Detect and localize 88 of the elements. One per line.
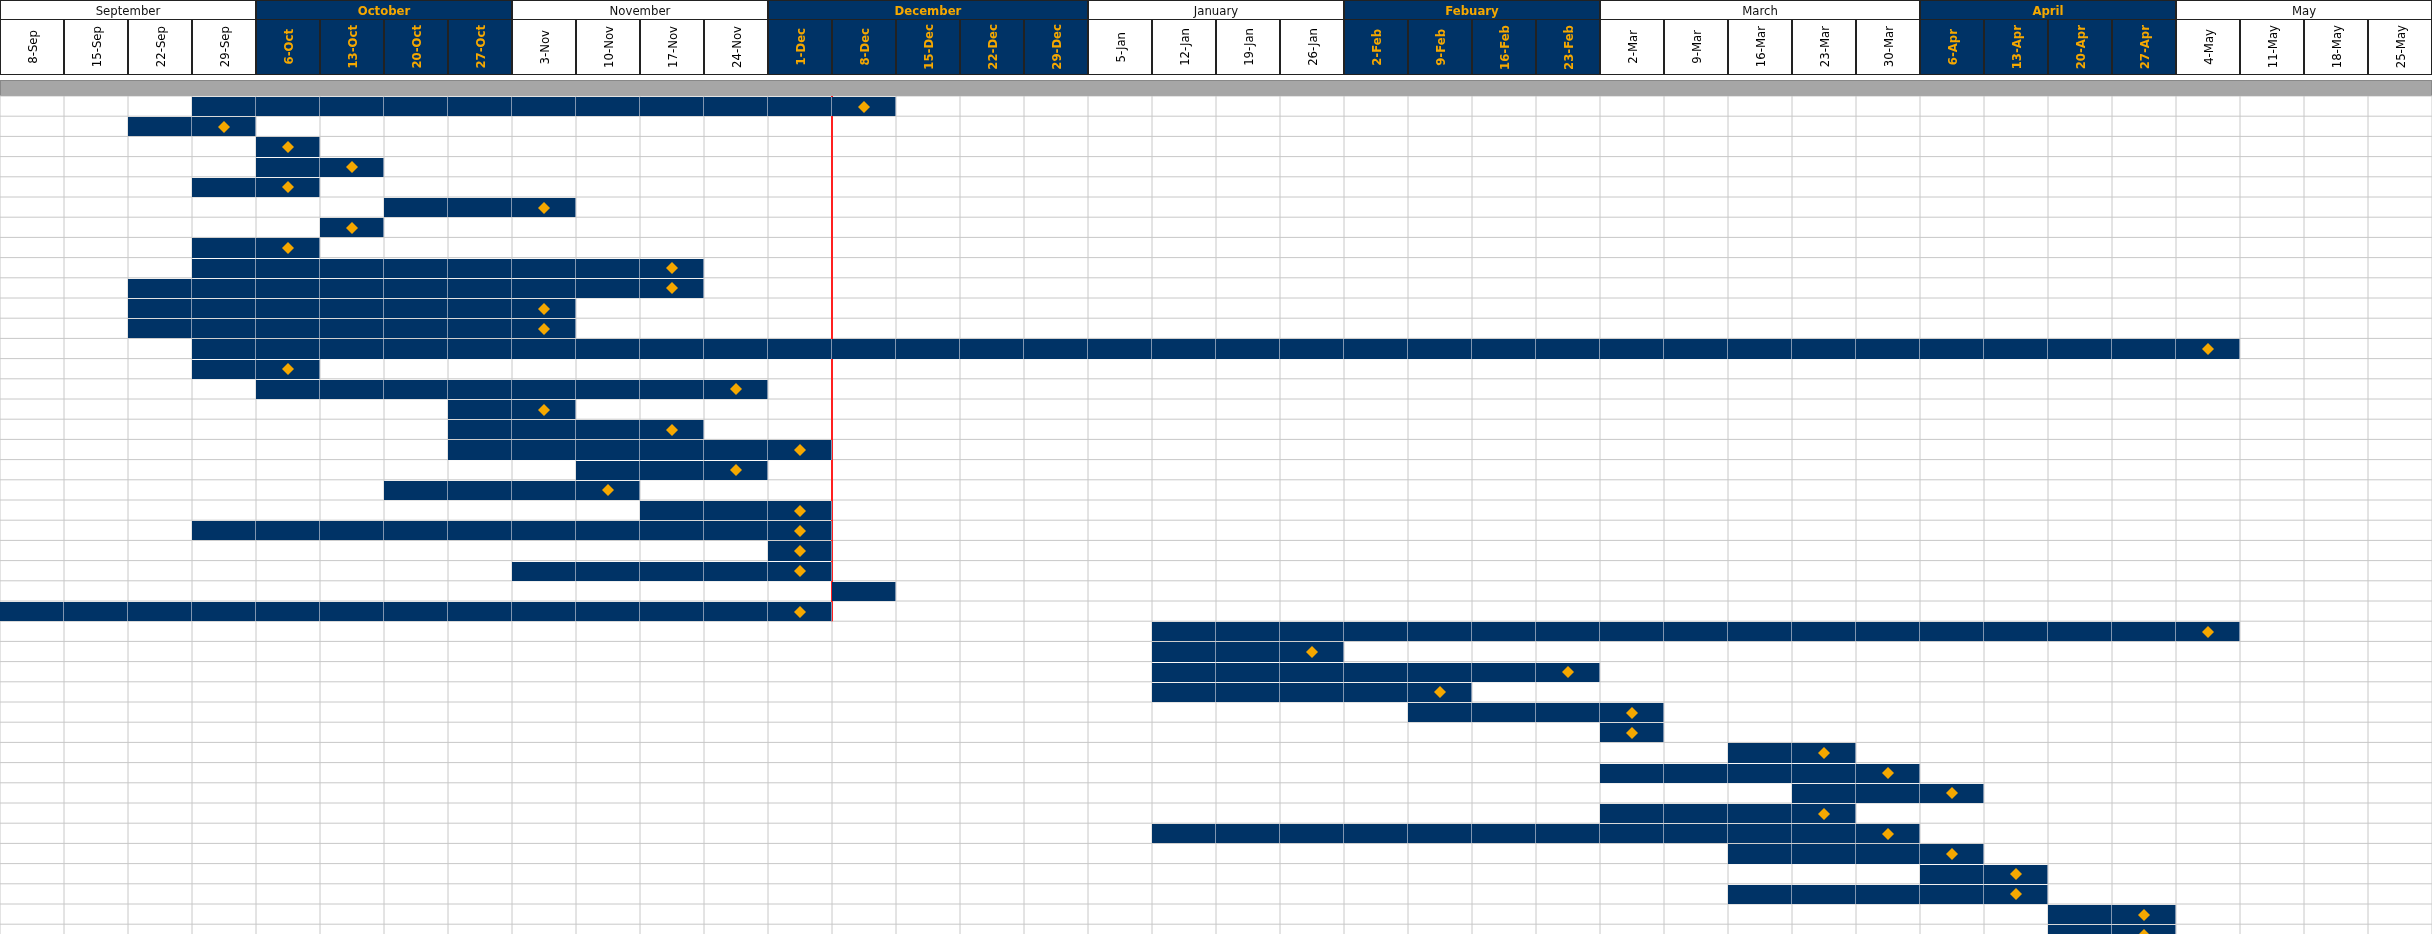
task-bar [1408, 703, 1664, 723]
task-bar [1152, 642, 1344, 662]
task-bar [192, 97, 896, 117]
task-bar [192, 177, 320, 197]
task-bar [576, 460, 768, 480]
week-label: 24-Nov [704, 19, 768, 75]
week-label: 12-Jan [1152, 19, 1216, 75]
task-bar [192, 258, 704, 278]
task-bar [768, 541, 832, 561]
task-bar [256, 379, 768, 399]
week-label: 20-Apr [2048, 19, 2112, 75]
task-bar [128, 117, 256, 137]
task-bar [1152, 662, 1600, 682]
week-label: 15-Dec [896, 19, 960, 75]
week-label: 18-May [2304, 19, 2368, 75]
week-label: 6-Oct [256, 19, 320, 75]
task-bar [1152, 682, 1472, 702]
week-label: 6-Apr [1920, 19, 1984, 75]
task-bar [384, 480, 640, 500]
week-label: 8-Dec [832, 19, 896, 75]
task-bar [1728, 844, 1984, 864]
week-label: 26-Jan [1280, 19, 1344, 75]
month-header: Febuary [1344, 0, 1600, 20]
week-label: 22-Sep [128, 19, 192, 75]
task-bar [128, 299, 576, 319]
task-bar [448, 440, 832, 460]
week-label: 22-Dec [960, 19, 1024, 75]
week-label: 10-Nov [576, 19, 640, 75]
week-label: 3-Nov [512, 19, 576, 75]
task-bar [128, 319, 576, 339]
task-bar [320, 218, 384, 238]
week-label: 8-Sep [0, 19, 64, 75]
week-label: 29-Sep [192, 19, 256, 75]
task-bar [1152, 824, 1920, 844]
week-label: 2-Mar [1600, 19, 1664, 75]
task-bar [1600, 804, 1856, 824]
month-header: April [1920, 0, 2176, 20]
week-label: 9-Feb [1408, 19, 1472, 75]
task-bar [256, 137, 320, 157]
week-label: 23-Mar [1792, 19, 1856, 75]
week-label: 20-Oct [384, 19, 448, 75]
week-label: 23-Feb [1536, 19, 1600, 75]
week-label: 15-Sep [64, 19, 128, 75]
week-label: 11-May [2240, 19, 2304, 75]
task-bar [512, 561, 832, 581]
task-bar [1600, 763, 1920, 783]
week-label: 27-Oct [448, 19, 512, 75]
week-label: 19-Jan [1216, 19, 1280, 75]
task-bar [1728, 884, 2048, 904]
week-label: 1-Dec [768, 19, 832, 75]
month-header: January [1088, 0, 1344, 20]
month-header: May [2176, 0, 2432, 20]
task-bar [640, 501, 832, 521]
week-label: 30-Mar [1856, 19, 1920, 75]
task-bar [0, 602, 832, 622]
week-label: 27-Apr [2112, 19, 2176, 75]
week-label: 17-Nov [640, 19, 704, 75]
month-header: September [0, 0, 256, 20]
week-label: 13-Oct [320, 19, 384, 75]
task-bar [1728, 743, 1856, 763]
task-bar [192, 359, 320, 379]
week-label: 4-May [2176, 19, 2240, 75]
week-label: 16-Feb [1472, 19, 1536, 75]
task-bar [128, 278, 704, 298]
task-bar [384, 198, 576, 218]
task-bar [448, 400, 576, 420]
task-bar [1792, 783, 1984, 803]
task-bar [192, 521, 832, 541]
month-header: March [1600, 0, 1920, 20]
task-bar [2048, 905, 2176, 925]
week-label: 16-Mar [1728, 19, 1792, 75]
task-bar [1600, 723, 1664, 743]
week-label: 9-Mar [1664, 19, 1728, 75]
week-label: 13-Apr [1984, 19, 2048, 75]
task-bar [832, 581, 896, 601]
month-header: December [768, 0, 1088, 20]
week-label: 25-May [2368, 19, 2432, 75]
task-bar [256, 157, 384, 177]
week-label: 29-Dec [1024, 19, 1088, 75]
task-bar [448, 420, 704, 440]
month-header: October [256, 0, 512, 20]
week-label: 5-Jan [1088, 19, 1152, 75]
task-bar [1920, 864, 2048, 884]
task-bar [192, 238, 320, 258]
task-bar [192, 339, 2240, 359]
week-label: 2-Feb [1344, 19, 1408, 75]
month-header: November [512, 0, 768, 20]
task-bar [1152, 622, 2240, 642]
